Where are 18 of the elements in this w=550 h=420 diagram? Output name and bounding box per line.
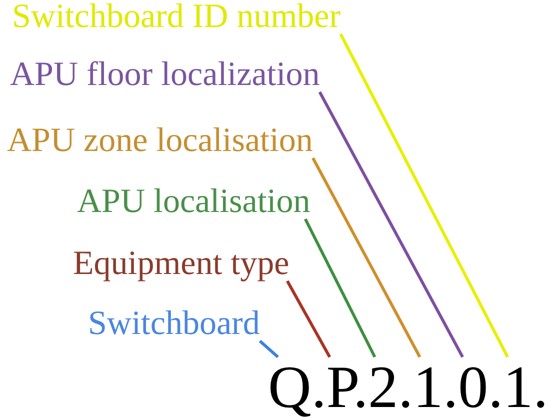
callout-label: APU floor localization bbox=[10, 58, 320, 92]
leader-line bbox=[304, 218, 376, 358]
leader-line bbox=[258, 340, 279, 358]
code-label: Q. bbox=[268, 357, 326, 417]
callout-label: Switchboard ID number bbox=[12, 0, 341, 34]
code-label: 1. bbox=[413, 357, 458, 417]
leader-line bbox=[286, 280, 331, 358]
code-label: 1. bbox=[503, 357, 548, 417]
callout-label: Equipment type bbox=[73, 247, 290, 281]
callout-label: Switchboard bbox=[88, 307, 260, 341]
leader-line bbox=[339, 33, 509, 358]
code-label: 0. bbox=[458, 357, 504, 417]
leader-line bbox=[312, 157, 422, 358]
code-label: P. bbox=[326, 357, 368, 417]
callout-label: APU localisation bbox=[77, 185, 310, 219]
code-label: 2. bbox=[368, 357, 414, 417]
callout-label: APU zone localisation bbox=[7, 124, 313, 158]
leader-line bbox=[318, 91, 464, 358]
